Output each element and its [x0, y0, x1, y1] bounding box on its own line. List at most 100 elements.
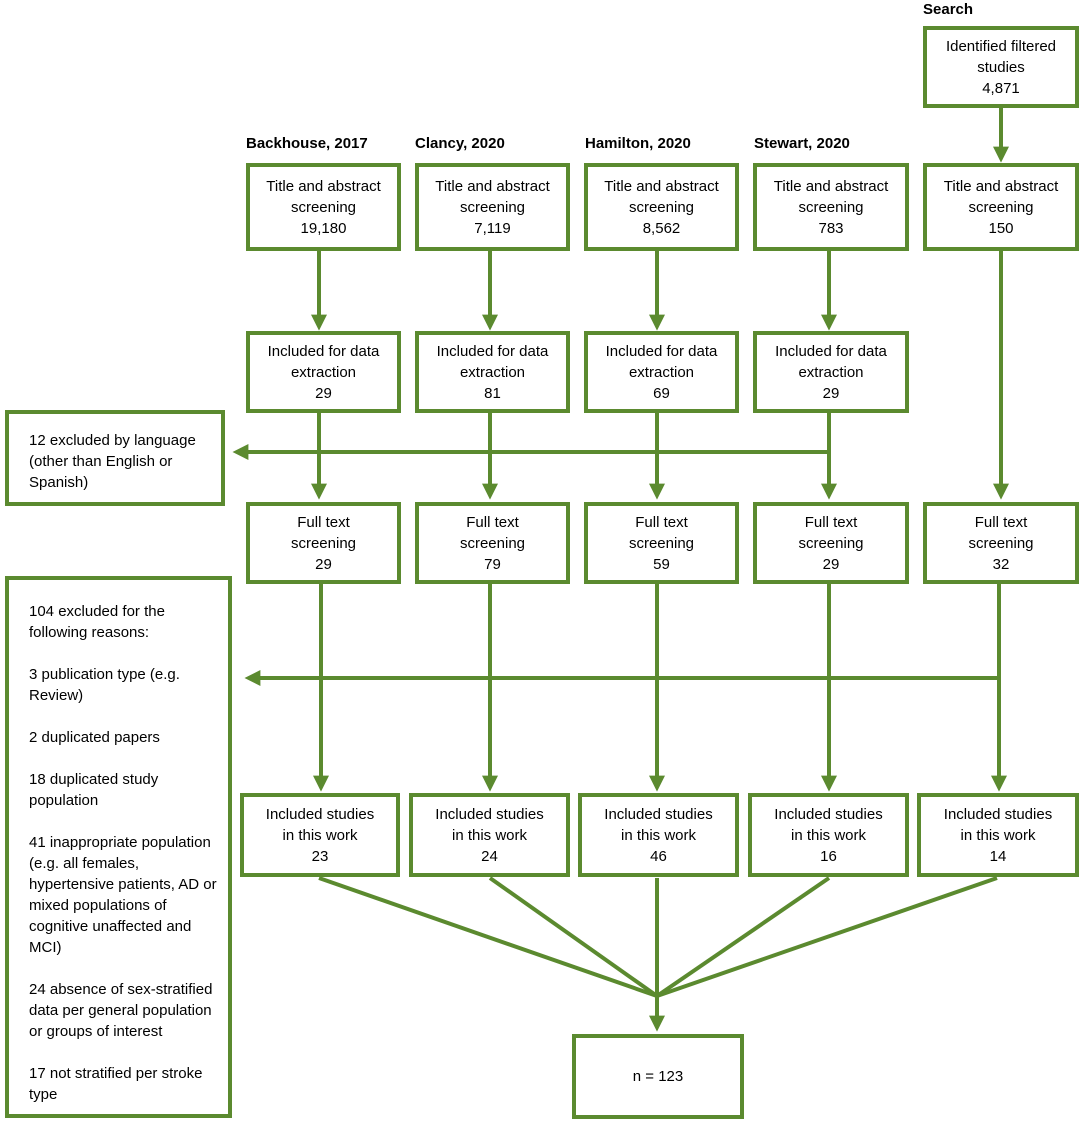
box-line: Included studies	[604, 805, 713, 823]
box-count: 46	[650, 847, 667, 865]
included-box-clancy: Included studies in this work 24	[409, 793, 570, 877]
box-line: screening	[968, 198, 1034, 216]
line-backhouse-to-merge	[318, 876, 658, 998]
reason-item: 2 duplicated papers	[29, 729, 160, 746]
box-line: in this work	[620, 826, 697, 844]
fulltext-box-stewart: Full text screening 29	[753, 502, 909, 584]
final-total-box: n = 123	[572, 1034, 744, 1119]
box-line: Included studies	[265, 805, 375, 823]
fulltext-box-clancy: Full text screening 79	[415, 502, 570, 584]
box-line: extraction	[290, 363, 357, 381]
box-line: Title and abstract	[266, 177, 381, 195]
search-box-line1: Identified filtered	[945, 37, 1057, 55]
extraction-box-stewart: Included for data extraction 29	[753, 331, 909, 413]
box-count: 150	[988, 219, 1014, 237]
language-exclusion-text: 12 excluded by language (other than Engl…	[29, 432, 196, 491]
box-count: 14	[989, 847, 1007, 865]
box-line: screening	[968, 534, 1034, 552]
language-exclusion-box: 12 excluded by language (other than Engl…	[5, 410, 225, 506]
box-line: Included for data	[436, 342, 549, 360]
box-line: Full text	[804, 513, 858, 531]
box-count: 29	[315, 555, 332, 573]
box-count: 23	[311, 847, 329, 865]
box-line: extraction	[798, 363, 864, 381]
box-line: Title and abstract	[773, 177, 889, 195]
screening-box-hamilton: Title and abstract screening 8,562	[584, 163, 739, 251]
screening-box-backhouse: Title and abstract screening 19,180	[246, 163, 401, 251]
reason-item: 3 publication type (e.g. Review)	[29, 666, 180, 704]
reasons-exclusion-box: 104 excluded for the following reasons: …	[5, 576, 232, 1118]
header-clancy: Clancy, 2020	[415, 135, 505, 152]
header-backhouse: Backhouse, 2017	[246, 135, 368, 152]
box-line: Included for data	[775, 342, 887, 360]
screening-box-stewart: Title and abstract screening 783	[753, 163, 909, 251]
search-identified-box: Identified filtered studies 4,871	[923, 26, 1079, 108]
final-total-text: n = 123	[632, 1068, 684, 1085]
line-search-to-merge	[656, 876, 998, 998]
box-line: in this work	[960, 826, 1036, 844]
line-clancy-to-merge	[488, 876, 659, 998]
box-line: Full text	[466, 513, 519, 531]
box-line: Included studies	[435, 805, 544, 823]
box-count: 59	[653, 555, 670, 573]
box-count: 7,119	[474, 219, 511, 237]
reason-item: 24 absence of sex-stratified data per ge…	[29, 981, 213, 1040]
extraction-box-hamilton: Included for data extraction 69	[584, 331, 739, 413]
box-line: Full text	[297, 513, 350, 531]
box-count: 8,562	[642, 219, 681, 237]
box-line: screening	[798, 198, 864, 216]
box-line: Full text	[635, 513, 688, 531]
fulltext-box-hamilton: Full text screening 59	[584, 502, 739, 584]
box-line: Included for data	[267, 342, 380, 360]
included-box-backhouse: Included studies in this work 23	[240, 793, 400, 877]
box-line: screening	[628, 534, 695, 552]
fulltext-box-search: Full text screening 32	[923, 502, 1079, 584]
included-box-stewart: Included studies in this work 16	[748, 793, 909, 877]
box-count: 783	[818, 219, 844, 237]
box-line: screening	[290, 198, 357, 216]
fulltext-box-backhouse: Full text screening 29	[246, 502, 401, 584]
box-count: 16	[820, 847, 837, 865]
screening-box-clancy: Title and abstract screening 7,119	[415, 163, 570, 251]
box-line: in this work	[282, 826, 358, 844]
box-count: 69	[653, 384, 670, 402]
header-search: Search	[923, 1, 974, 18]
search-box-line2: studies	[977, 58, 1025, 76]
box-line: in this work	[790, 826, 867, 844]
extraction-box-clancy: Included for data extraction 81	[415, 331, 570, 413]
box-count: 19,180	[300, 219, 347, 237]
box-count: 79	[484, 555, 501, 573]
box-line: Included studies	[943, 805, 1053, 823]
box-line: Full text	[974, 513, 1028, 531]
box-count: 29	[822, 384, 840, 402]
box-count: 24	[481, 847, 498, 865]
box-count: 29	[315, 384, 332, 402]
box-count: 81	[484, 384, 501, 402]
included-box-hamilton: Included studies in this work 46	[578, 793, 739, 877]
box-line: extraction	[459, 363, 526, 381]
box-line: in this work	[451, 826, 528, 844]
box-count: 29	[822, 555, 840, 573]
line-stewart-to-merge	[655, 876, 831, 998]
included-box-search: Included studies in this work 14	[917, 793, 1079, 877]
box-line: screening	[628, 198, 695, 216]
search-box-count: 4,871	[982, 79, 1020, 97]
box-count: 32	[992, 555, 1010, 573]
box-line: screening	[290, 534, 357, 552]
extraction-box-backhouse: Included for data extraction 29	[246, 331, 401, 413]
reason-item: 41 inappropriate population (e.g. all fe…	[29, 834, 217, 956]
reason-item: 18 duplicated study population	[29, 771, 159, 809]
box-line: screening	[459, 198, 526, 216]
box-line: extraction	[628, 363, 695, 381]
box-line: Title and abstract	[435, 177, 550, 195]
header-stewart: Stewart, 2020	[754, 135, 850, 152]
reason-item: 17 not stratified per stroke type	[29, 1065, 203, 1103]
box-line: screening	[798, 534, 864, 552]
header-hamilton: Hamilton, 2020	[585, 135, 691, 152]
box-line: Title and abstract	[943, 177, 1059, 195]
box-line: Included for data	[605, 342, 718, 360]
box-line: Included studies	[774, 805, 883, 823]
box-line: screening	[459, 534, 526, 552]
